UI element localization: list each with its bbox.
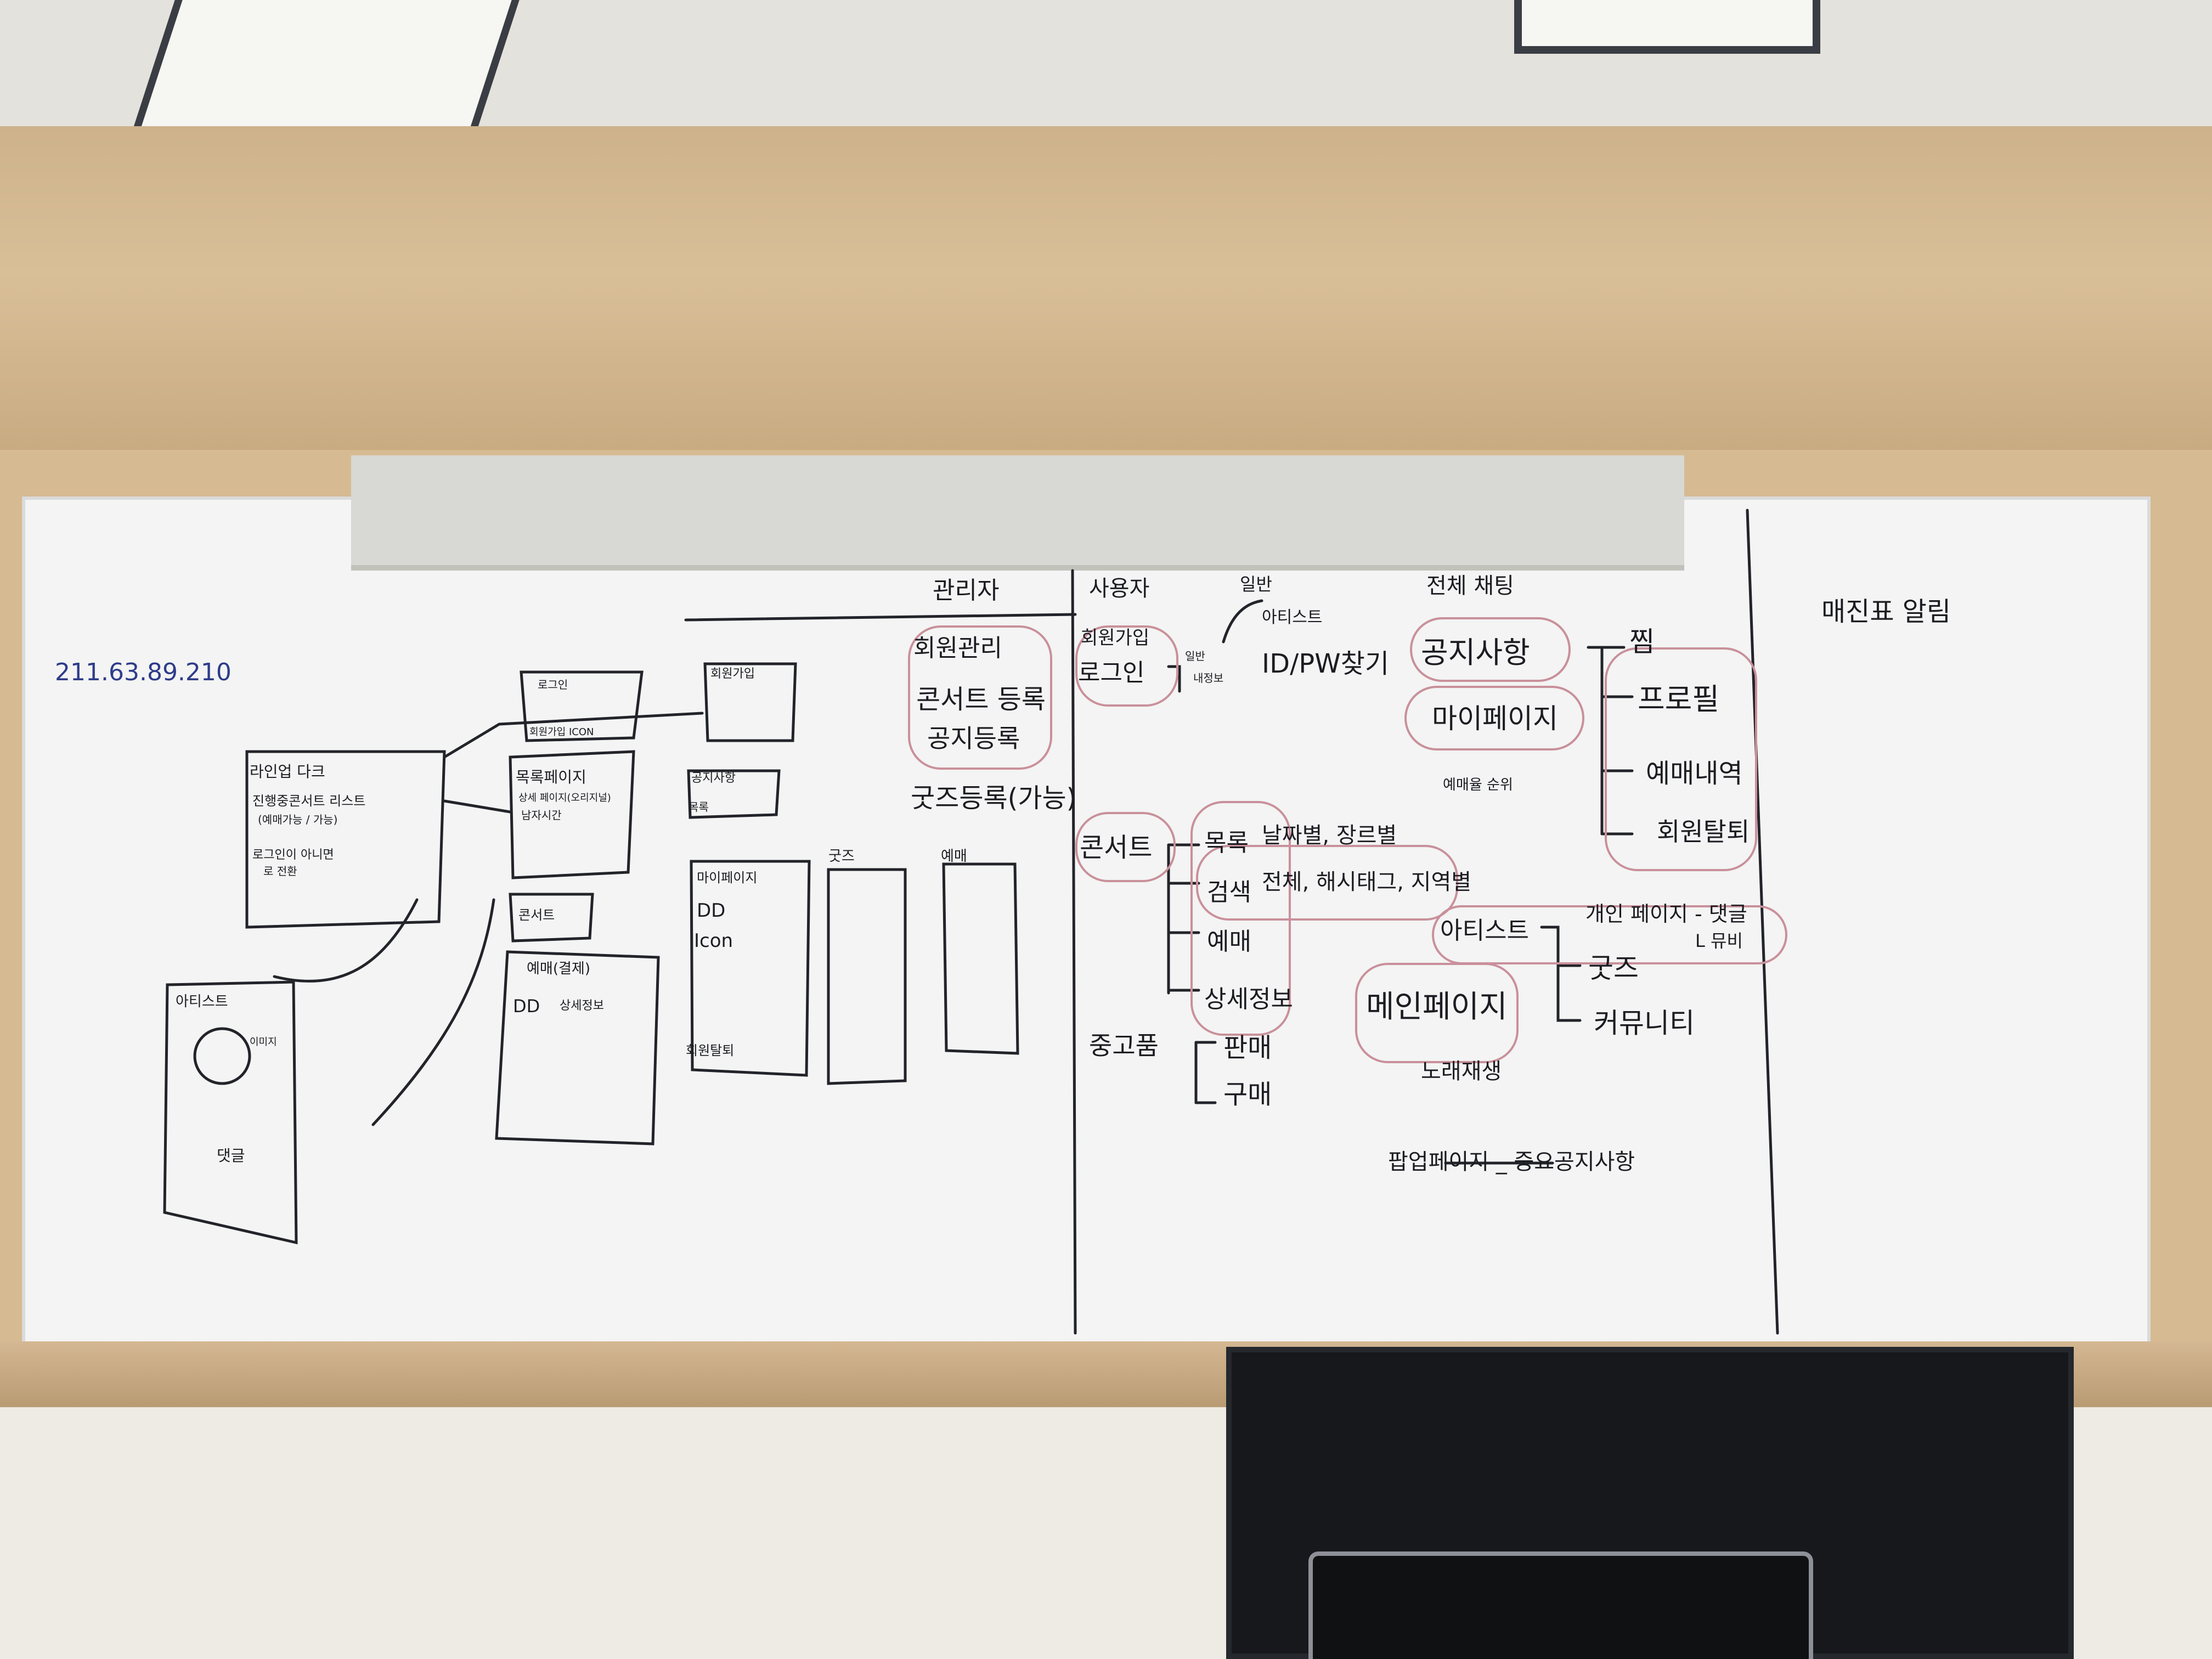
- search-options-outline: [1196, 845, 1458, 921]
- concert-box-label: 콘서트: [518, 907, 555, 923]
- artist-outline: [1432, 905, 1787, 964]
- list-page-line-2: 상세 페이지(오리지널): [518, 792, 611, 804]
- admin-item-members: 회원관리: [913, 634, 1002, 662]
- artist-item-community: 커뮤니티: [1594, 1007, 1695, 1039]
- total-chat-header: 전체 채팅: [1426, 573, 1514, 599]
- admin-item-concert-register: 콘서트 등록: [916, 684, 1046, 715]
- artist-box-image: 이미지: [250, 1036, 277, 1048]
- main-list-line-5: 로 전환: [263, 865, 297, 878]
- notice-box-list: 목록: [689, 800, 709, 814]
- main-list-line-1: 라인업 다크: [250, 763, 325, 781]
- login-branch-normal: 일반: [1185, 650, 1205, 663]
- main-list-line-3: (예매가능 / 가능): [258, 813, 338, 826]
- secondhand-buy: 구매: [1223, 1079, 1272, 1110]
- mypage-box-withdraw: 회원탈퇴: [686, 1043, 735, 1058]
- mypage-box-title: 마이페이지: [697, 870, 758, 885]
- main-page-outline: [1355, 963, 1519, 1063]
- list-page-title: 목록페이지: [516, 768, 586, 786]
- ip-address: 211.63.89.210: [55, 658, 232, 686]
- laptop: [1308, 1551, 1813, 1659]
- admin-item-notice-register: 공지등록: [927, 724, 1020, 753]
- reservation-box-dd: DD: [513, 996, 540, 1017]
- ceiling-light-right: [1514, 0, 1820, 54]
- main-page-music: 노래재생: [1421, 1059, 1502, 1084]
- main-list-line-2: 진행중콘서트 리스트: [252, 793, 366, 809]
- concert-item-search: 검색: [1207, 878, 1251, 906]
- mypage-item-wish: 찜: [1629, 626, 1655, 658]
- secondhand-sell: 판매: [1223, 1032, 1272, 1063]
- list-sort-options: 날짜별, 장르별: [1262, 823, 1397, 848]
- concert-outline: [1075, 812, 1176, 882]
- artist-box-comment: 댓글: [217, 1147, 245, 1165]
- secondhand-label: 중고품: [1089, 1031, 1159, 1060]
- concert-item-reserve: 예매: [1207, 928, 1251, 956]
- login-option-artist: 아티스트: [1262, 608, 1323, 627]
- artist-box-title: 아티스트: [176, 994, 228, 1010]
- notice-box-title: 공지사항: [691, 771, 736, 785]
- list-page-line-3: 남자시간: [521, 809, 562, 822]
- concert-item-detail: 상세정보: [1204, 985, 1293, 1013]
- artist-item-mv: L 뮤비: [1695, 930, 1743, 951]
- reservation-box-title: 예매(결제): [527, 961, 590, 977]
- goods-panel-label: 굿즈: [828, 848, 855, 865]
- mypage-box-icon: Icon: [694, 930, 733, 952]
- admin-header: 관리자: [933, 577, 1000, 605]
- login-branch-myinfo: 내정보: [1193, 672, 1224, 685]
- mypage-outline: [1404, 686, 1584, 751]
- total-chat-notice: 공지사항: [1421, 635, 1530, 670]
- admin-items-outline: [908, 625, 1052, 770]
- login-option-normal: 일반: [1240, 574, 1272, 595]
- artist-item-goods: 굿즈: [1588, 952, 1639, 984]
- wooden-beam: [0, 126, 2212, 450]
- signup-box-title: 회원가입: [710, 667, 755, 681]
- ticket-open-note: 매진표 알림: [1821, 596, 1951, 627]
- reservation-panel-label: 예매: [941, 848, 967, 865]
- user-signup: 회원가입: [1081, 627, 1150, 649]
- concert-item-list: 목록: [1204, 829, 1249, 857]
- mypage-item-profile: 프로필: [1638, 682, 1720, 716]
- admin-item-goods-register: 굿즈등록(가능): [911, 783, 1077, 814]
- search-options: 전체, 해시태그, 지역별: [1262, 870, 1472, 895]
- reservation-box-detail: 상세정보: [560, 999, 604, 1013]
- ranking-note: 예매율 순위: [1443, 777, 1513, 793]
- mypage-box-dd: DD: [697, 900, 726, 922]
- total-chat-main-page: 메인페이지: [1366, 989, 1508, 1025]
- total-chat-mypage: 마이페이지: [1432, 703, 1558, 735]
- user-header: 사용자: [1089, 576, 1150, 601]
- popup-note: 팝업페이지 _ 중요공지사항: [1388, 1149, 1635, 1175]
- login-box-title: 로그인: [538, 678, 568, 691]
- user-login: 로그인: [1078, 659, 1145, 687]
- notice-outline: [1410, 617, 1571, 682]
- mypage-item-withdraw: 회원탈퇴: [1657, 817, 1750, 847]
- user-concert: 콘서트: [1080, 832, 1153, 863]
- mypage-item-reservations: 예매내역: [1646, 758, 1743, 789]
- artist-item-personal-page: 개인 페이지 - 댓글: [1585, 902, 1747, 926]
- projector-screen-case: [351, 455, 1684, 571]
- login-outline: [1075, 625, 1178, 707]
- main-list-line-4: 로그인이 아니면: [252, 848, 334, 862]
- login-box-sub: 회원가입 ICON: [529, 726, 594, 738]
- find-id-pw: ID/PW찾기: [1262, 648, 1390, 679]
- total-chat-artist: 아티스트: [1440, 917, 1529, 945]
- mypage-items-outline: [1605, 647, 1757, 871]
